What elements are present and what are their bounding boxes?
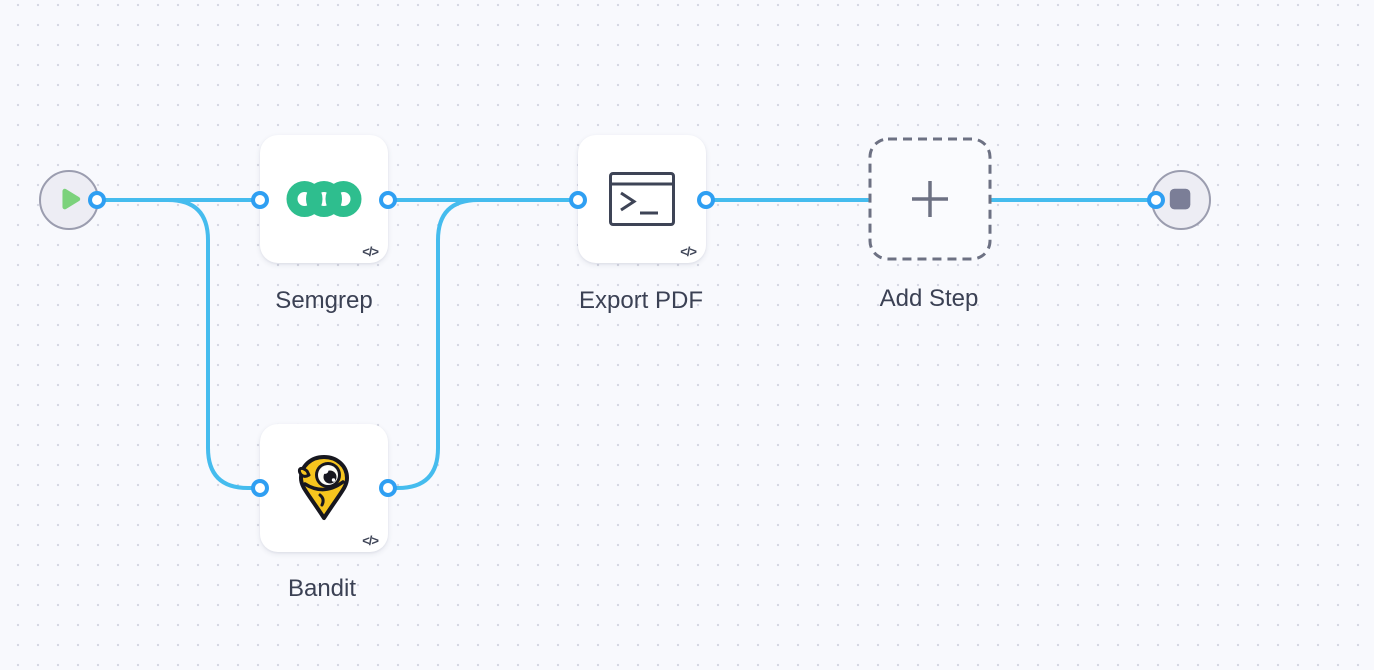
port-export-pdf-output[interactable] bbox=[697, 191, 715, 209]
port-semgrep-output[interactable] bbox=[379, 191, 397, 209]
node-label-bandit: Bandit bbox=[287, 575, 357, 602]
port-end-input[interactable] bbox=[1147, 191, 1165, 209]
code-badge: </> bbox=[680, 244, 697, 259]
stop-icon bbox=[1169, 188, 1191, 210]
node-export-pdf[interactable]: </> bbox=[578, 135, 706, 263]
code-badge: </> bbox=[362, 533, 379, 548]
semgrep-logo-icon bbox=[286, 181, 362, 217]
node-label-add-step: Add Step bbox=[879, 285, 979, 312]
add-step-node[interactable] bbox=[868, 137, 992, 261]
edge-start-bandit bbox=[97, 198, 260, 490]
node-label-semgrep: Semgrep bbox=[275, 287, 373, 314]
terminal-icon bbox=[609, 172, 675, 226]
node-semgrep[interactable]: </> bbox=[260, 135, 388, 263]
node-label-export-pdf: Export PDF bbox=[578, 287, 704, 314]
port-start-output[interactable] bbox=[88, 191, 106, 209]
edge-bandit-export bbox=[388, 198, 578, 490]
port-bandit-input[interactable] bbox=[251, 479, 269, 497]
add-step-outline bbox=[868, 137, 992, 261]
node-bandit[interactable]: </> bbox=[260, 424, 388, 552]
plus-icon bbox=[912, 181, 948, 217]
code-badge: </> bbox=[362, 244, 379, 259]
play-icon bbox=[62, 188, 81, 210]
bandit-logo-icon bbox=[297, 455, 349, 520]
port-export-pdf-input[interactable] bbox=[569, 191, 587, 209]
port-semgrep-input[interactable] bbox=[251, 191, 269, 209]
port-bandit-output[interactable] bbox=[379, 479, 397, 497]
